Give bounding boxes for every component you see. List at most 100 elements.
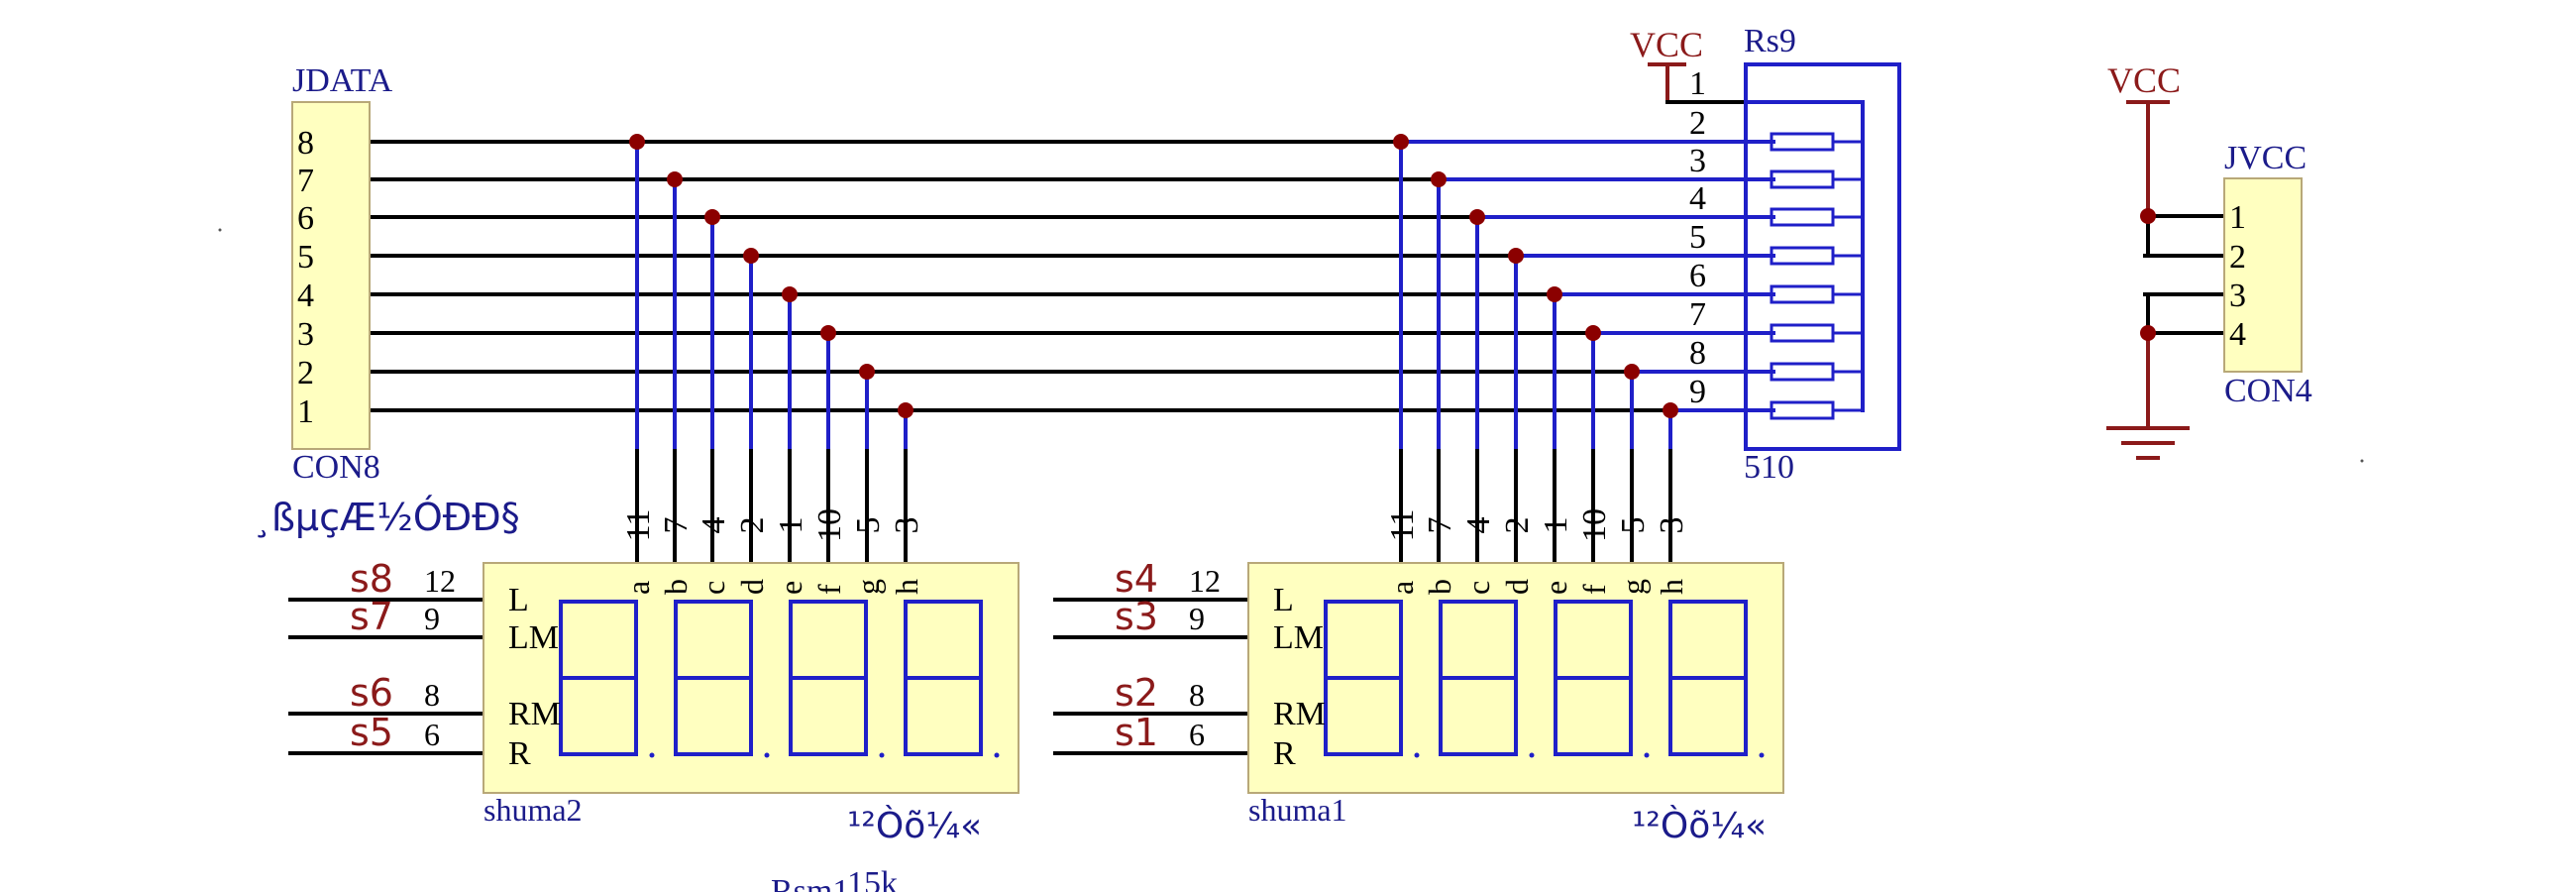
jdata-pin-number: 7 bbox=[297, 163, 314, 199]
segment-pin-number: 4 bbox=[696, 517, 732, 534]
net-label: s1 bbox=[1115, 711, 1158, 754]
net-label: s8 bbox=[350, 557, 393, 601]
com-pin-number: 9 bbox=[424, 601, 440, 636]
junction-dot bbox=[667, 171, 683, 187]
display-1-name: shuma2 bbox=[483, 792, 583, 828]
com-pin-name: R bbox=[1273, 735, 1296, 772]
com-pin-number: 12 bbox=[424, 563, 456, 599]
segment-pin-name: a bbox=[620, 581, 656, 595]
junction-dot bbox=[898, 402, 913, 418]
junction-dot bbox=[859, 364, 875, 380]
jvcc-pin-number: 1 bbox=[2229, 199, 2246, 236]
jvcc-vcc-label: VCC bbox=[2107, 60, 2181, 100]
com-pin-name: RM bbox=[508, 696, 561, 732]
junction-dot bbox=[1393, 134, 1409, 150]
com-pin-number: 6 bbox=[1189, 717, 1205, 752]
stray-mark bbox=[2360, 459, 2364, 463]
jdata-part: CON8 bbox=[292, 449, 380, 486]
segment-pin-number: 2 bbox=[1499, 517, 1536, 534]
jdata-pin-number: 6 bbox=[297, 200, 314, 237]
jvcc-pin-number: 4 bbox=[2229, 316, 2246, 353]
segment-pin-number: 7 bbox=[658, 517, 695, 534]
resistor-element bbox=[1770, 246, 1835, 266]
rs9-pin-number: 7 bbox=[1689, 296, 1706, 333]
net-label: s4 bbox=[1115, 557, 1158, 601]
junction-dot bbox=[629, 134, 645, 150]
junction-dot bbox=[1508, 248, 1524, 264]
stray-mark bbox=[218, 228, 222, 232]
junction-dot bbox=[782, 286, 798, 302]
decimal-point bbox=[649, 752, 655, 758]
segment-pin-number: 10 bbox=[1576, 508, 1613, 542]
segment-pin-number: 7 bbox=[1422, 517, 1458, 534]
segment-pin-number: 2 bbox=[734, 517, 771, 534]
rs9-value: 510 bbox=[1744, 449, 1794, 486]
junction-dot bbox=[1547, 286, 1562, 302]
segment-pin-name: e bbox=[773, 581, 808, 595]
jdata-designator: JDATA bbox=[292, 62, 393, 99]
segment-pin-number: 4 bbox=[1460, 517, 1497, 534]
rs9-pin-number: 2 bbox=[1689, 105, 1706, 142]
segment-pin-name: e bbox=[1538, 581, 1573, 595]
decimal-point bbox=[994, 752, 1000, 758]
resistor-element bbox=[1770, 207, 1835, 227]
junction-dot bbox=[820, 325, 836, 341]
com-pin-number: 9 bbox=[1189, 601, 1205, 636]
segment-pin-name: f bbox=[1576, 584, 1612, 595]
net-label: s3 bbox=[1115, 595, 1158, 638]
com-pin-name: L bbox=[1273, 582, 1294, 618]
com-pin-number: 8 bbox=[1189, 677, 1205, 713]
resistor-element bbox=[1770, 132, 1835, 152]
jdata-pin-number: 2 bbox=[297, 355, 314, 391]
com-pin-number: 6 bbox=[424, 717, 440, 752]
net-label: s7 bbox=[350, 595, 393, 638]
rs9-pin-number: 8 bbox=[1689, 335, 1706, 372]
jvcc-pin-number: 2 bbox=[2229, 239, 2246, 276]
jdata-body bbox=[291, 101, 371, 450]
segment-pin-number: 3 bbox=[1654, 517, 1690, 534]
decimal-point bbox=[1414, 752, 1420, 758]
segment-pin-number: 11 bbox=[620, 509, 657, 542]
jvcc-designator: JVCC bbox=[2224, 140, 2307, 176]
rsm1-value: 15k bbox=[847, 865, 898, 892]
junction-dot bbox=[1431, 171, 1447, 187]
resistor-element bbox=[1770, 362, 1835, 382]
com-pin-name: R bbox=[508, 735, 531, 772]
junction-dot bbox=[1585, 325, 1601, 341]
labels-layer: 87654321123456789123411a7b4c2d1e10f5g3hs… bbox=[218, 65, 2364, 772]
com-pin-name: LM bbox=[1273, 619, 1324, 656]
rs9-pin-number: 9 bbox=[1689, 374, 1706, 410]
segment-pin-number: 1 bbox=[1538, 517, 1574, 534]
junction-dot bbox=[704, 209, 720, 225]
jdata-pin-number: 4 bbox=[297, 278, 314, 314]
resistor-element bbox=[1770, 284, 1835, 304]
net-label: s5 bbox=[350, 711, 393, 754]
segment-pin-number: 5 bbox=[850, 517, 887, 534]
segment-pin-name: c bbox=[1460, 581, 1496, 595]
segment-pin-number: 5 bbox=[1615, 517, 1652, 534]
decimal-point bbox=[1759, 752, 1765, 758]
parts-layer bbox=[291, 62, 2303, 794]
rs9-designator: Rs9 bbox=[1744, 23, 1796, 59]
section-title: ¸ßµçÆ½ÓÐÐ§ bbox=[253, 496, 520, 539]
rs9-pin-number: 1 bbox=[1689, 65, 1706, 102]
rs9-pin-number: 4 bbox=[1689, 180, 1706, 217]
segment-pin-name: b bbox=[1422, 579, 1457, 595]
wires-layer bbox=[288, 62, 2226, 755]
jdata-pin-number: 3 bbox=[297, 316, 314, 353]
com-pin-number: 8 bbox=[424, 677, 440, 713]
rsm1-designator: Rsm1 bbox=[771, 873, 849, 892]
net-label: s2 bbox=[1115, 671, 1158, 715]
segment-pin-name: c bbox=[696, 581, 731, 595]
segment-pin-name: d bbox=[1499, 579, 1535, 595]
junction-dot bbox=[743, 248, 759, 264]
jvcc-body bbox=[2223, 177, 2303, 373]
jvcc-pin-number: 3 bbox=[2229, 278, 2246, 314]
jdata-pin-number: 5 bbox=[297, 239, 314, 276]
segment-pin-number: 11 bbox=[1384, 509, 1421, 542]
decimal-point bbox=[879, 752, 885, 758]
jdata-pin-number: 8 bbox=[297, 125, 314, 162]
segment-pin-number: 3 bbox=[889, 517, 925, 534]
rs9-vcc-label: VCC bbox=[1630, 25, 1703, 64]
